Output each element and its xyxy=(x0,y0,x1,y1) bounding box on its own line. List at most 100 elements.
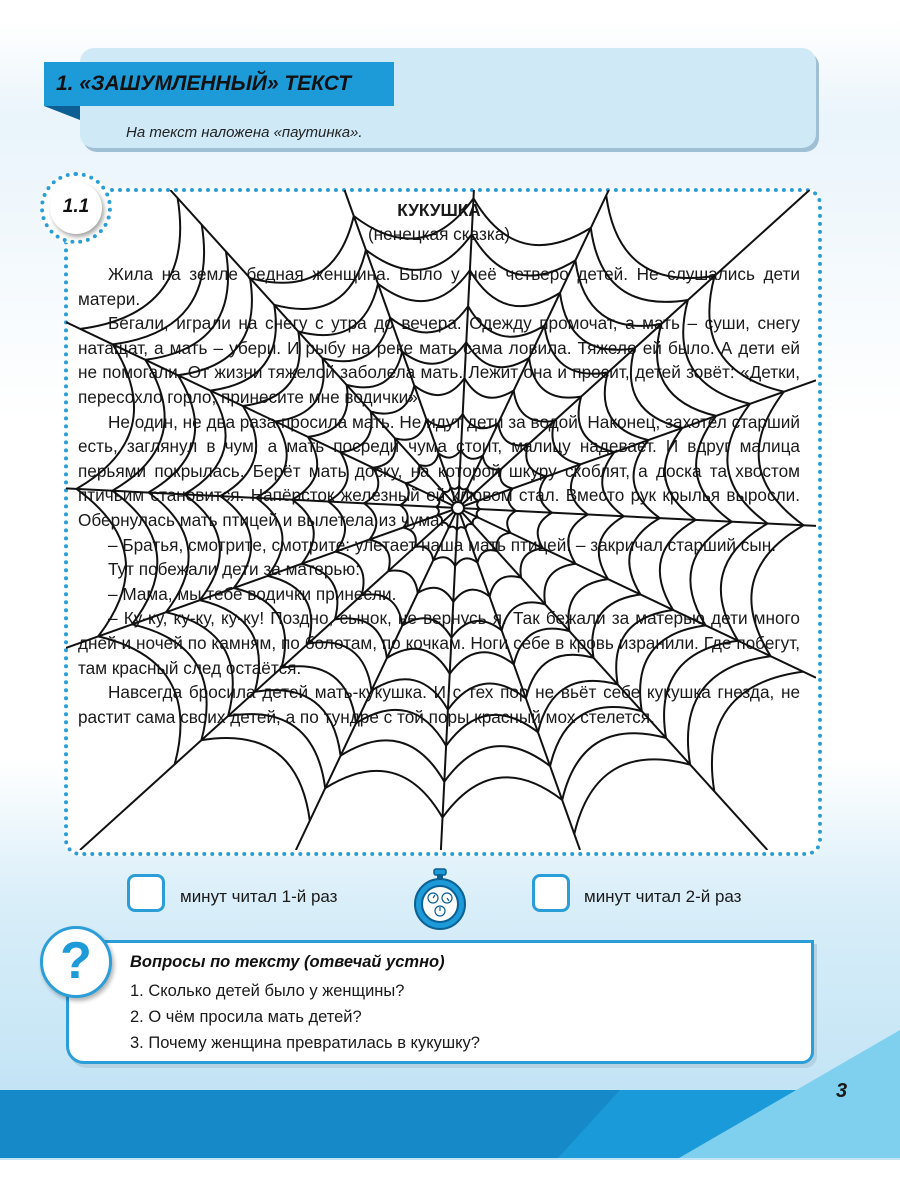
web-ring xyxy=(750,524,805,657)
web-ring xyxy=(536,511,553,549)
web-ring xyxy=(432,556,456,567)
web-ring xyxy=(757,391,805,527)
web-ring xyxy=(394,419,428,441)
question-item: 2. О чём просила мать детей? xyxy=(130,1008,362,1026)
question-item: 3. Почему женщина превратилась в кукушку… xyxy=(130,1034,480,1052)
web-ring xyxy=(254,689,342,756)
section-subtitle: На текст наложена «паутинка». xyxy=(126,124,363,141)
web-ring xyxy=(255,497,284,577)
web-ring xyxy=(463,377,515,399)
web-ring xyxy=(573,758,691,835)
web-ring xyxy=(437,449,462,459)
web-ring xyxy=(708,275,785,393)
web-ring xyxy=(528,357,582,399)
web-ring xyxy=(112,224,206,346)
web-ring xyxy=(111,489,159,625)
story-paragraph: Не один, не два раза просила мать. Не ид… xyxy=(78,411,800,530)
web-ring xyxy=(488,575,522,597)
web-ring xyxy=(417,586,455,603)
minutes-first-read-label: минут читал 1-й раз xyxy=(180,887,338,906)
web-ring xyxy=(267,574,313,644)
web-ring xyxy=(183,390,227,496)
web-ring xyxy=(559,292,635,351)
web-spoke xyxy=(457,379,816,509)
web-ring xyxy=(495,531,511,552)
web-ring xyxy=(363,467,380,505)
web-ring xyxy=(464,522,474,529)
web-ring xyxy=(340,411,373,454)
web-ring xyxy=(500,601,546,631)
web-ring xyxy=(355,708,447,747)
web-ring xyxy=(227,713,327,789)
web-ring xyxy=(663,639,739,739)
web-ring xyxy=(601,451,625,518)
web-ring xyxy=(233,587,287,668)
web-spoke xyxy=(294,507,459,850)
web-ring xyxy=(413,377,466,397)
web-ring xyxy=(472,492,479,502)
web-ring xyxy=(519,547,544,578)
web-ring xyxy=(405,464,421,485)
web-ring xyxy=(472,197,592,247)
web-ring xyxy=(97,635,182,765)
web-ring xyxy=(481,455,502,471)
web-ring xyxy=(442,487,452,494)
web-ring xyxy=(275,358,325,423)
web-ring xyxy=(445,713,539,747)
web-ring xyxy=(632,439,661,519)
web-spoke xyxy=(169,190,459,509)
web-ring xyxy=(183,493,221,601)
web-ring xyxy=(551,420,581,466)
web-ring xyxy=(388,569,419,594)
web-ring xyxy=(301,562,339,620)
story-paragraph: Тут побежали дети за матерью: xyxy=(108,559,361,580)
web-spoke xyxy=(457,507,769,850)
minutes-second-read-box[interactable] xyxy=(532,874,570,912)
web-ring xyxy=(470,233,576,277)
web-spoke xyxy=(79,507,459,850)
web-ring xyxy=(543,325,608,375)
web-ring xyxy=(454,557,479,567)
web-ring xyxy=(726,403,769,525)
web-ring xyxy=(603,372,649,442)
web-ring xyxy=(401,341,468,365)
web-ring xyxy=(589,227,689,303)
web-ring xyxy=(145,251,230,361)
web-ring xyxy=(543,562,576,605)
web-ring xyxy=(386,647,451,675)
web-ring xyxy=(443,745,551,783)
web-spoke xyxy=(66,487,459,509)
web-ring xyxy=(448,525,458,531)
page-number: 3 xyxy=(836,1080,848,1102)
web-ring xyxy=(399,482,410,506)
web-ring xyxy=(353,197,475,240)
web-ring xyxy=(686,655,771,765)
web-ring xyxy=(147,491,190,613)
web-ring xyxy=(307,384,349,438)
question-mark-icon: ? xyxy=(60,932,92,990)
web-ring xyxy=(567,578,609,632)
web-ring xyxy=(399,504,409,529)
web-ring xyxy=(458,485,468,491)
web-ring xyxy=(327,451,349,503)
web-ring xyxy=(465,341,530,369)
web-ring xyxy=(476,499,481,510)
web-center xyxy=(451,501,465,515)
web-ring xyxy=(346,351,404,389)
web-ring xyxy=(372,438,397,469)
web-ring xyxy=(242,331,301,407)
web-spoke xyxy=(66,507,459,649)
web-spoke xyxy=(66,321,459,509)
minutes-second-read-label: минут читал 2-й раз xyxy=(584,887,742,906)
question-badge xyxy=(40,926,112,998)
web-ring xyxy=(165,611,234,717)
web-ring xyxy=(418,453,440,467)
web-ring xyxy=(525,444,547,478)
minutes-first-read-box[interactable] xyxy=(127,874,165,912)
web-ring xyxy=(75,488,128,638)
web-ring xyxy=(719,522,769,642)
web-ring xyxy=(476,549,498,563)
stopwatch-icon xyxy=(414,868,466,930)
web-ring xyxy=(615,609,674,685)
web-ring xyxy=(499,468,513,490)
